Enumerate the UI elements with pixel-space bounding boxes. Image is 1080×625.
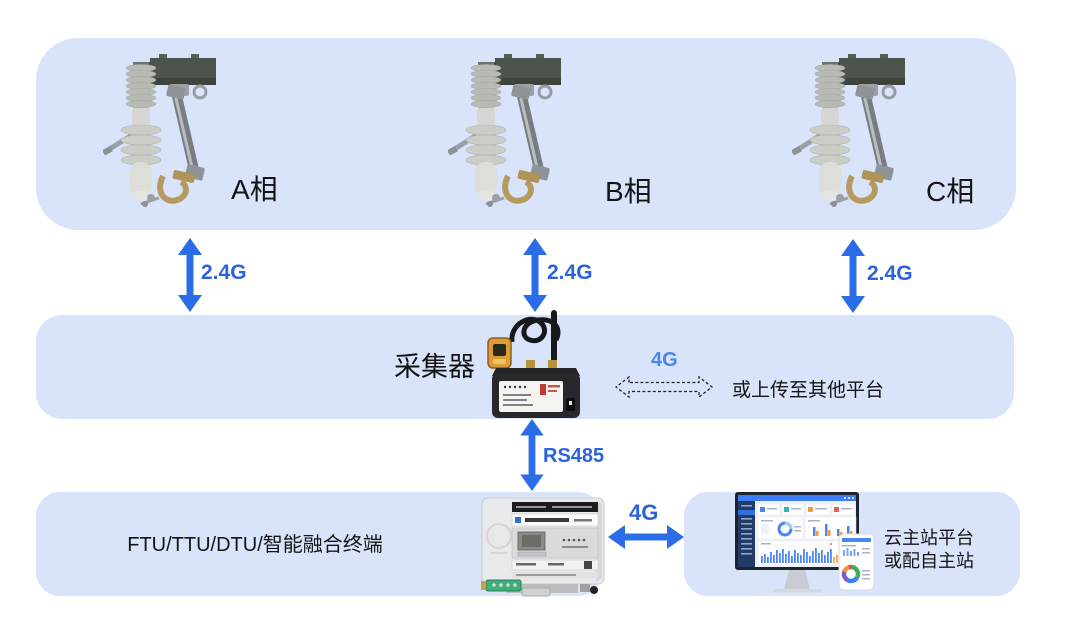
phase-b-link-arrow	[522, 238, 548, 312]
cloud-link-label: 4G	[629, 500, 659, 525]
phone-image	[838, 533, 875, 591]
phase-a-link-label: 2.4G	[201, 261, 247, 284]
phase-c-label: C相	[926, 176, 975, 207]
phase-b-link-label: 2.4G	[547, 261, 593, 284]
alt-upload-link-label: 4G	[651, 349, 678, 371]
phase-c-link-label: 2.4G	[867, 262, 913, 285]
phase-b-label: B相	[605, 176, 652, 207]
cloud-link-arrow	[608, 524, 684, 550]
alt-upload-dashed-arrow	[615, 376, 713, 398]
cloud-platform-label: 云主站平台 或配自主站	[884, 527, 974, 573]
phase-a-fuse-cutout-image	[103, 52, 228, 212]
collector-device-image	[487, 310, 580, 418]
rs485-label: RS485	[543, 445, 605, 467]
phase-c-link-arrow	[840, 239, 866, 313]
terminal-device-image	[481, 497, 605, 597]
terminal-label: FTU/TTU/DTU/智能融合终端	[127, 534, 383, 556]
alt-upload-text: 或上传至其他平台	[732, 380, 885, 401]
cloud-platform-line2: 或配自主站	[884, 551, 974, 571]
cloud-platform-image	[735, 492, 875, 595]
phase-b-fuse-cutout-image	[448, 52, 573, 212]
phase-c-fuse-cutout-image	[792, 52, 917, 212]
phase-a-link-arrow	[177, 238, 203, 312]
phase-a-label: A相	[231, 174, 278, 205]
rs485-arrow	[519, 419, 545, 491]
cloud-platform-line1: 云主站平台	[884, 528, 974, 548]
collector-label: 采集器	[394, 352, 475, 382]
